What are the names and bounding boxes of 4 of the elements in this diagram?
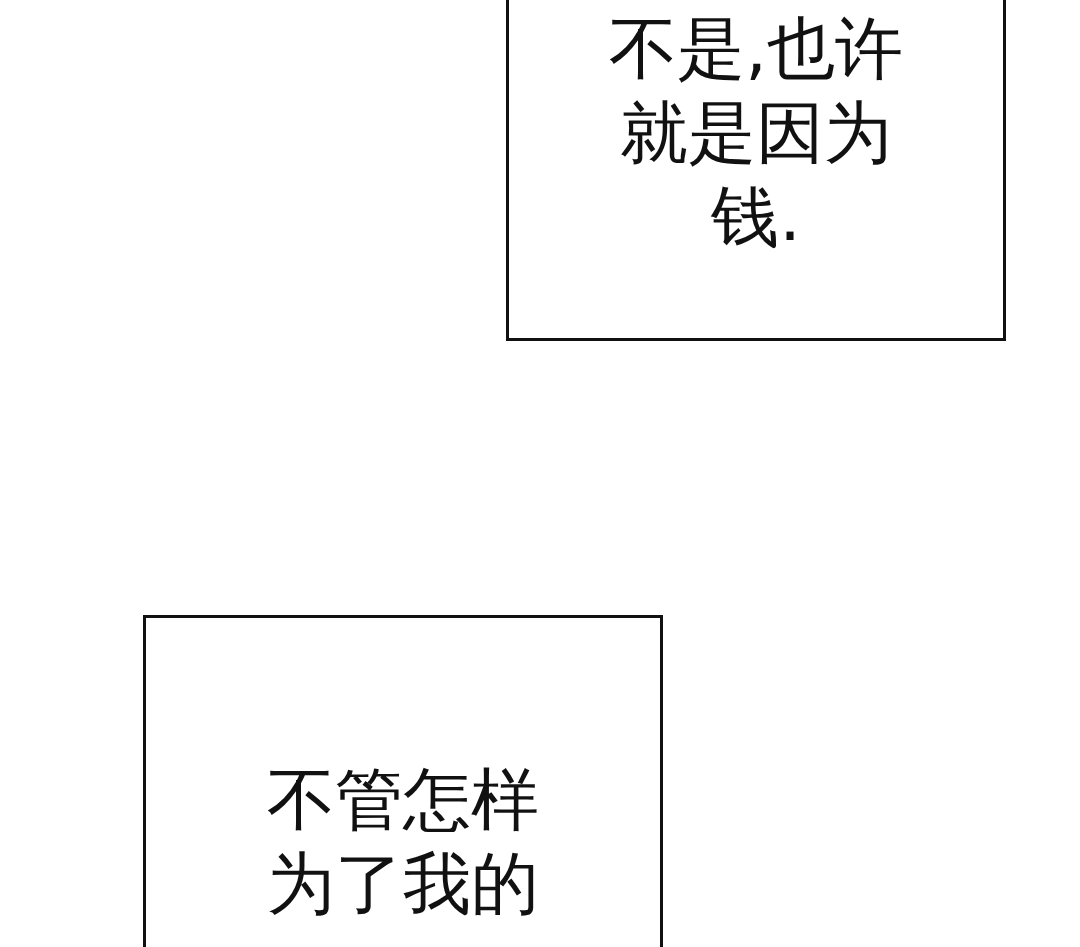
caption-text: 不是,也许就是因为钱. — [608, 8, 904, 258]
caption-text: 不管怎样为了我的 — [266, 759, 540, 925]
caption-box — [143, 615, 663, 947]
caption-box — [506, 0, 1006, 341]
